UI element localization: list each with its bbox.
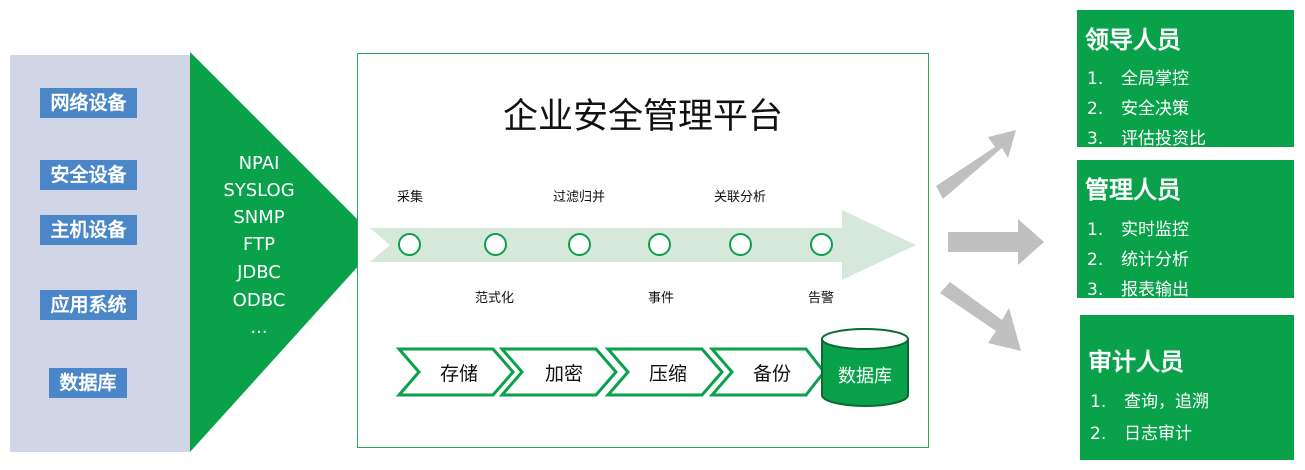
- flow-node: [484, 233, 507, 256]
- protocol-syslog: SYSLOG: [223, 180, 295, 201]
- protocol-funnel: [190, 52, 380, 452]
- protocol-jdbc: JDBC: [237, 262, 281, 283]
- flow-node: [568, 233, 591, 256]
- protocol-more: ...: [250, 317, 268, 338]
- role-auditor-box: 审计人员 1.查询，追溯 2.日志审计: [1080, 315, 1294, 460]
- role-manager-box: 管理人员 1.实时监控 2.统计分析 3.报表输出: [1077, 160, 1294, 300]
- step-normalize: 范式化: [475, 291, 515, 306]
- flow-node: [648, 233, 671, 256]
- storage-step-store: 存储: [439, 363, 478, 385]
- platform-title: 企业安全管理平台: [502, 97, 783, 137]
- flow-node: [810, 233, 833, 256]
- protocol-npai: NPAI: [238, 153, 280, 174]
- database-label: 数据库: [838, 366, 892, 387]
- source-database: 数据库: [49, 368, 127, 398]
- role-item: 2.日志审计: [1090, 424, 1192, 444]
- protocol-ftp: FTP: [243, 234, 275, 255]
- storage-chevrons: [396, 347, 826, 397]
- step-collect: 采集: [397, 190, 424, 205]
- step-correlation: 关联分析: [714, 190, 767, 205]
- step-alert: 告警: [808, 291, 835, 306]
- storage-step-compress: 压缩: [648, 363, 687, 385]
- source-application: 应用系统: [40, 290, 137, 320]
- role-item: 1.实时监控: [1087, 220, 1189, 240]
- role-title: 管理人员: [1085, 176, 1181, 204]
- role-item: 1.查询，追溯: [1090, 392, 1209, 412]
- flow-node: [398, 233, 421, 256]
- storage-step-backup: 备份: [752, 363, 791, 385]
- step-filter-merge: 过滤归并: [553, 190, 606, 205]
- role-title: 审计人员: [1088, 348, 1184, 376]
- source-network-device: 网络设备: [40, 88, 137, 118]
- role-item: 1.全局掌控: [1087, 69, 1189, 89]
- role-item: 2.统计分析: [1087, 250, 1189, 270]
- role-title: 领导人员: [1085, 26, 1181, 54]
- database-icon: [821, 328, 909, 407]
- storage-step-encrypt: 加密: [544, 363, 583, 385]
- process-flow-arrow: [370, 210, 916, 280]
- role-item: 3.报表输出: [1087, 280, 1189, 300]
- output-arrows: [936, 130, 1044, 351]
- role-item: 2.安全决策: [1087, 99, 1189, 119]
- step-event: 事件: [648, 291, 675, 306]
- protocol-snmp: SNMP: [233, 207, 285, 228]
- source-host-device: 主机设备: [40, 215, 137, 245]
- source-security-device: 安全设备: [40, 160, 137, 190]
- flow-node: [729, 233, 752, 256]
- role-leader-box: 领导人员 1.全局掌控 2.安全决策 3.评估投资比: [1077, 10, 1294, 149]
- role-item: 3.评估投资比: [1087, 129, 1206, 149]
- protocol-odbc: ODBC: [232, 290, 286, 311]
